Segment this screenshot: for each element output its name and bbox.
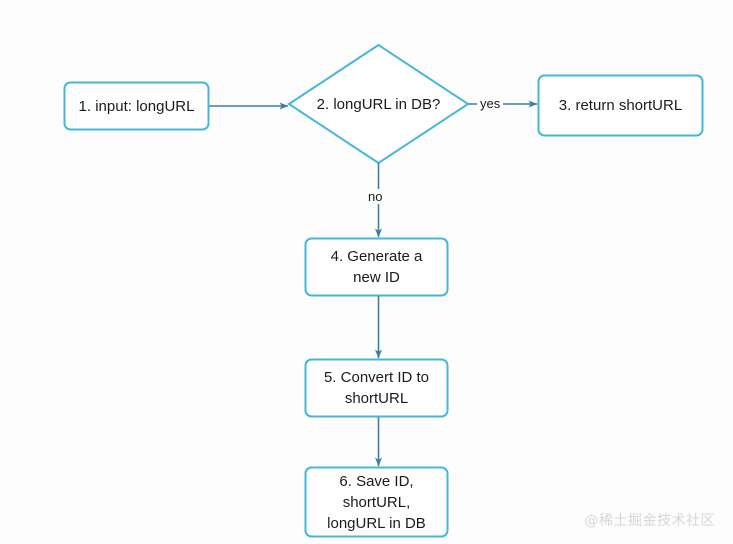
node-decision-longurl-in-db-shape[interactable]	[287, 43, 470, 165]
node-convert-id-to-shorturl-shape[interactable]	[304, 358, 449, 418]
edge-label-no: no	[365, 189, 386, 204]
node-input-longurl-shape[interactable]	[63, 81, 210, 131]
node-generate-new-id-shape[interactable]	[304, 237, 449, 297]
watermark-text: @稀土掘金技术社区	[584, 513, 715, 529]
node-save-to-db-shape[interactable]	[304, 466, 449, 538]
node-return-shorturl-shape[interactable]	[537, 74, 704, 137]
edge-label-yes: yes	[477, 96, 504, 111]
